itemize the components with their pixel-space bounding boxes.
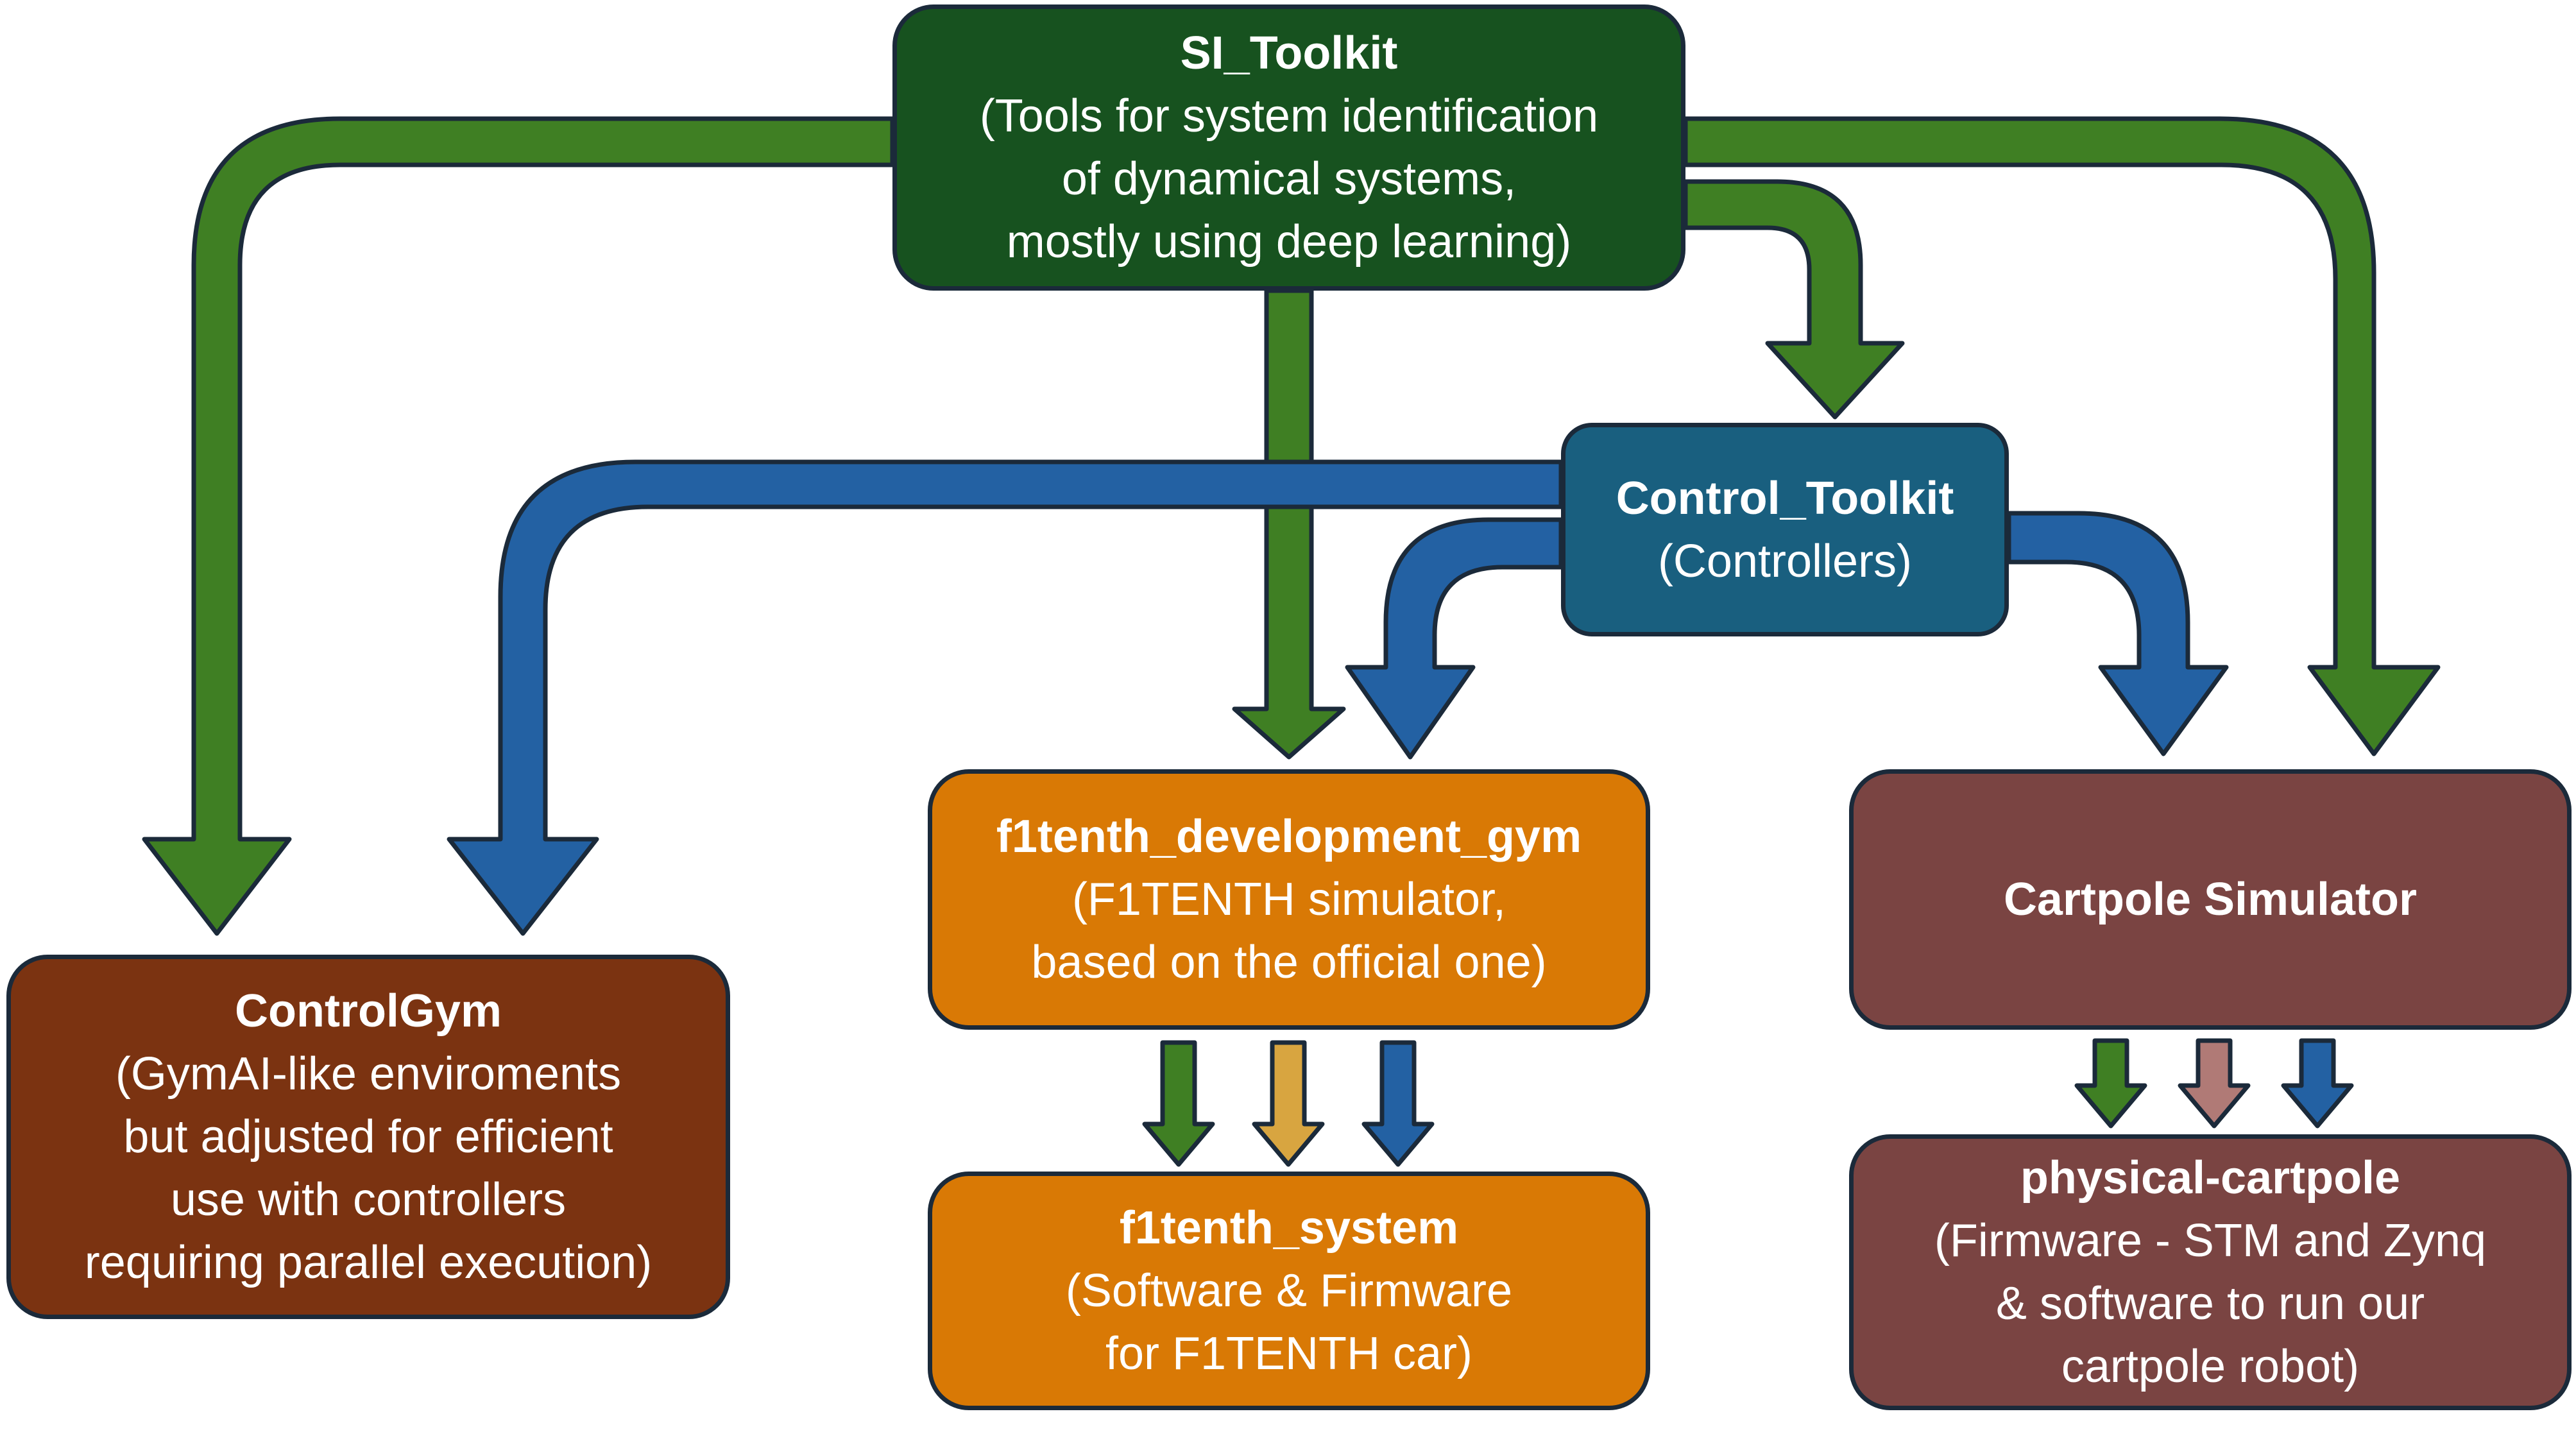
arrow-si-to-controltoolkit: [1683, 179, 1905, 420]
node-f1tenth-development-gym-desc: (F1TENTH simulator, based on the officia…: [1031, 874, 1547, 988]
node-controlgym-title: ControlGym: [234, 985, 502, 1037]
arrow-f1dev-to-f1sys-green: [1142, 1040, 1215, 1167]
arrow-si-to-f1dev: [1232, 288, 1346, 760]
node-f1tenth-development-gym: f1tenth_development_gym (F1TENTH simulat…: [928, 769, 1650, 1030]
node-controlgym: ControlGym (GymAI-like enviroments but a…: [6, 955, 730, 1319]
arrow-f1dev-to-f1sys-orange: [1252, 1040, 1325, 1167]
node-si-toolkit-title: SI_Toolkit: [1180, 28, 1398, 79]
arrow-controltoolkit-to-f1dev: [1345, 517, 1564, 760]
arrow-controltoolkit-to-cartpole: [2006, 511, 2229, 756]
node-f1tenth-development-gym-title: f1tenth_development_gym: [996, 811, 1582, 862]
node-f1tenth-system-title: f1tenth_system: [1119, 1202, 1459, 1254]
node-physical-cartpole-desc: (Firmware - STM and Zynq & software to r…: [1934, 1215, 2487, 1392]
arrow-cartpole-to-physical-mauve: [2178, 1038, 2251, 1129]
node-si-toolkit: SI_Toolkit (Tools for system identificat…: [892, 4, 1685, 291]
node-control-toolkit-desc: (Controllers): [1657, 535, 1913, 587]
node-physical-cartpole-title: physical-cartpole: [2020, 1152, 2401, 1204]
arrow-si-to-controlgym: [142, 116, 895, 936]
arrow-f1dev-to-f1sys-blue: [1361, 1040, 1435, 1167]
node-control-toolkit-title: Control_Toolkit: [1616, 472, 1954, 524]
arrow-cartpole-to-physical-blue: [2281, 1038, 2354, 1129]
node-si-toolkit-desc: (Tools for system identification of dyna…: [979, 90, 1599, 268]
node-f1tenth-system: f1tenth_system (Software & Firmware for …: [928, 1172, 1650, 1410]
node-control-toolkit: Control_Toolkit (Controllers): [1561, 423, 2009, 636]
arrow-cartpole-to-physical-green: [2074, 1038, 2147, 1129]
node-cartpole-simulator-title: Cartpole Simulator: [2003, 874, 2418, 925]
arrow-controltoolkit-to-controlgym: [447, 459, 1564, 936]
node-f1tenth-system-desc: (Software & Firmware for F1TENTH car): [1065, 1265, 1513, 1379]
node-controlgym-desc: (GymAI-like enviroments but adjusted for…: [84, 1048, 653, 1288]
node-physical-cartpole: physical-cartpole (Firmware - STM and Zy…: [1849, 1134, 2572, 1410]
arrow-si-to-cartpole: [1683, 116, 2441, 756]
node-cartpole-simulator: Cartpole Simulator: [1849, 769, 2572, 1030]
